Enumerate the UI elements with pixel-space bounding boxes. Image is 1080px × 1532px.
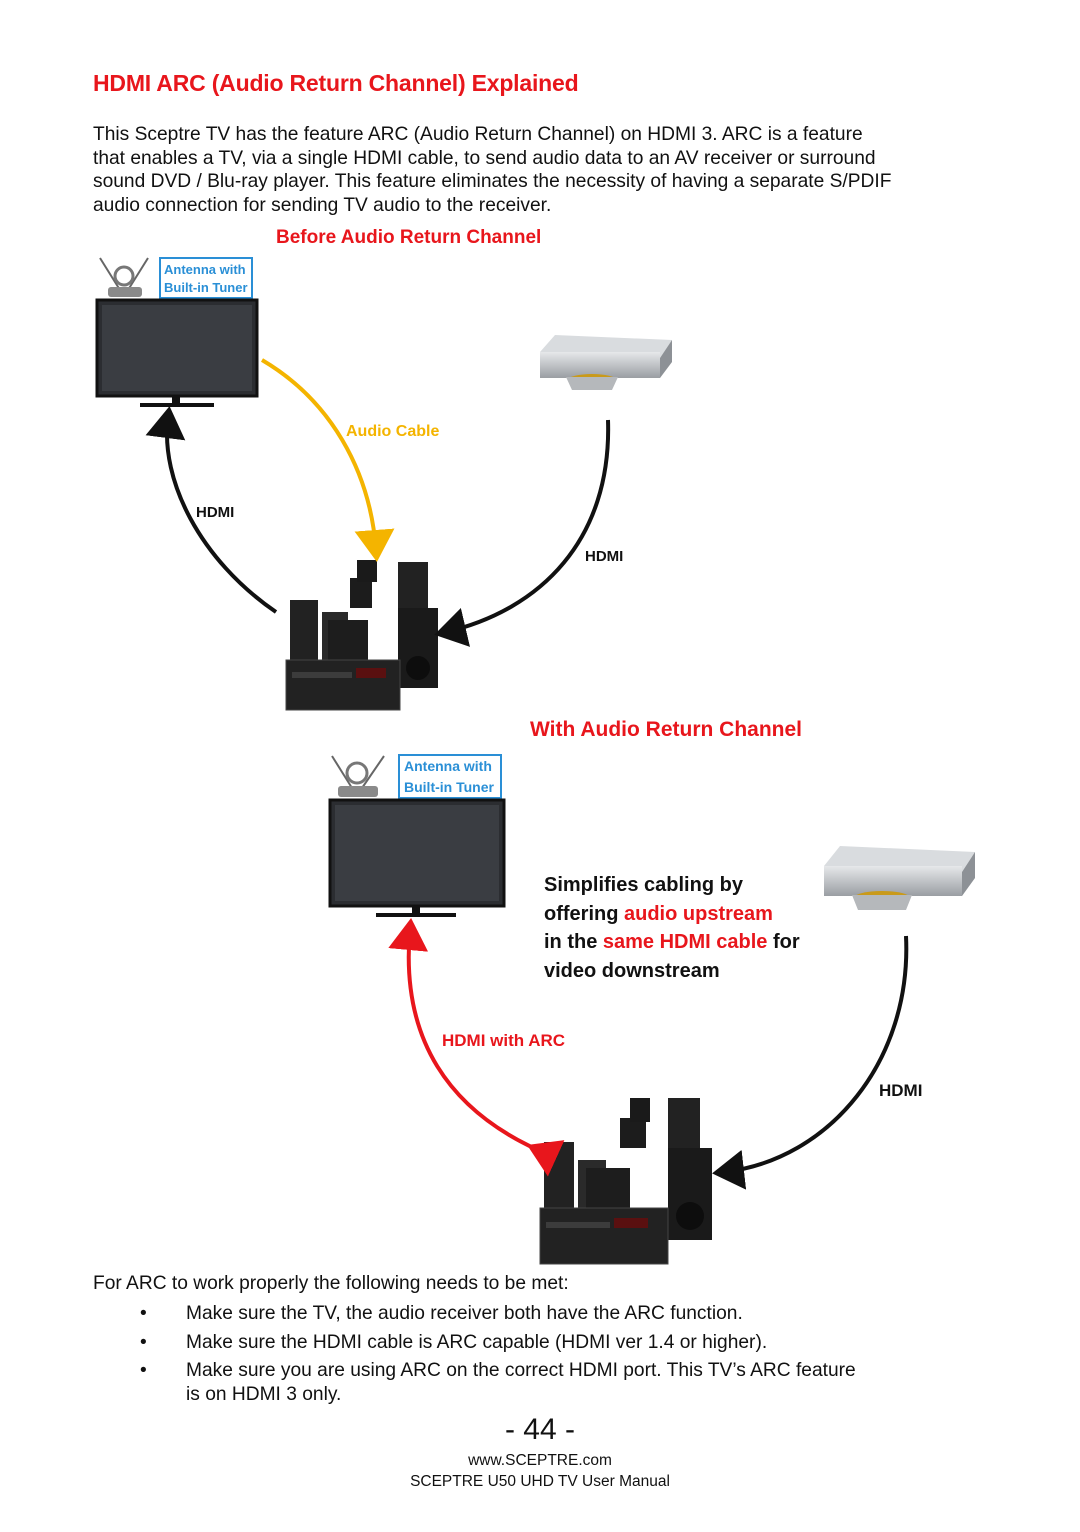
footer-url: www.SCEPTRE.com bbox=[468, 1452, 612, 1469]
av-receiver-icon bbox=[285, 560, 438, 711]
audio-cable-line bbox=[260, 358, 395, 562]
hdmi-left-label: HDMI bbox=[196, 504, 234, 521]
svg-text:Antenna with: Antenna with bbox=[404, 758, 492, 774]
hdmi-right-line bbox=[712, 935, 909, 1190]
svg-text:Built-in Tuner: Built-in Tuner bbox=[404, 779, 494, 795]
tv-icon bbox=[328, 798, 506, 917]
intro-paragraph: This Sceptre TV has the feature ARC (Aud… bbox=[93, 124, 892, 216]
hdmi-arc-line bbox=[388, 918, 565, 1177]
antenna-icon bbox=[99, 257, 149, 297]
footer-title: SCEPTRE U50 UHD TV User Manual bbox=[410, 1473, 670, 1490]
hdmi-left-line bbox=[145, 406, 278, 614]
tv-icon bbox=[95, 298, 259, 407]
svg-text:Simplifies cabling by: Simplifies cabling by bbox=[544, 874, 744, 896]
requirements-intro: For ARC to work properly the following n… bbox=[93, 1273, 569, 1294]
antenna-icon bbox=[331, 755, 385, 797]
page-number: - 44 - bbox=[504, 1413, 576, 1446]
hdmi-right-line bbox=[434, 419, 611, 647]
list-item: •Make sure the HDMI cable is ARC capable… bbox=[140, 1331, 768, 1353]
list-item: •Make sure you are using ARC on the corr… bbox=[140, 1360, 856, 1405]
hdmi-arc-label: HDMI with ARC bbox=[442, 1031, 565, 1050]
list-item: •Make sure the TV, the audio receiver bo… bbox=[140, 1303, 743, 1324]
svg-text:Built-in Tuner: Built-in Tuner bbox=[164, 280, 248, 295]
hdmi-right-label: HDMI bbox=[879, 1081, 922, 1100]
with-title: With Audio Return Channel bbox=[530, 718, 802, 741]
arc-note: Simplifies cabling by offering audio ups… bbox=[544, 874, 800, 982]
svg-text:Antenna with: Antenna with bbox=[164, 262, 246, 277]
antenna-label-box: Antenna with Built-in Tuner bbox=[398, 754, 502, 799]
hdmi-right-label: HDMI bbox=[585, 548, 623, 565]
before-title: Before Audio Return Channel bbox=[276, 227, 541, 248]
svg-text:offering audio upstream: offering audio upstream bbox=[544, 903, 773, 925]
requirements-list: •Make sure the TV, the audio receiver bo… bbox=[140, 1302, 860, 1411]
svg-text:in the same HDMI cable for: in the same HDMI cable for bbox=[544, 931, 800, 953]
svg-text:video downstream: video downstream bbox=[544, 960, 720, 982]
av-receiver-icon bbox=[539, 1098, 712, 1265]
antenna-label-box: Antenna with Built-in Tuner bbox=[159, 257, 253, 299]
dvd-player-icon bbox=[540, 335, 672, 390]
audio-cable-label: Audio Cable bbox=[346, 423, 439, 440]
section-heading: HDMI ARC (Audio Return Channel) Explaine… bbox=[93, 70, 579, 96]
dvd-player-icon bbox=[824, 846, 975, 910]
